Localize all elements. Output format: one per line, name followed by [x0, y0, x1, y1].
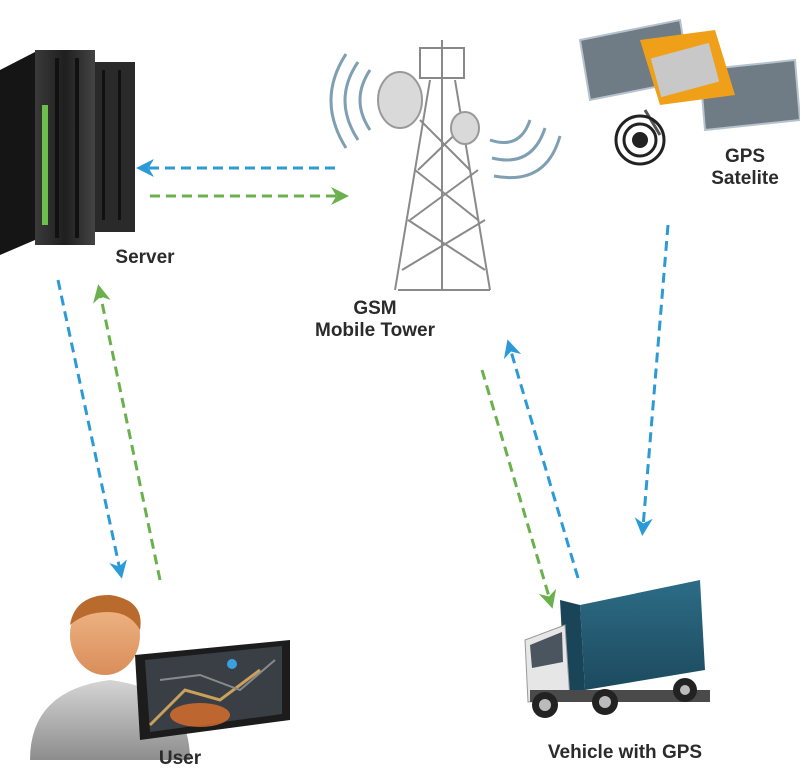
- vehicle-label: Vehicle with GPS: [547, 742, 703, 763]
- gps-satellite-label: GPS Satelite: [690, 146, 800, 190]
- arrow-server-to-user: [56, 279, 127, 579]
- gsm-tower-label: GSM Mobile Tower: [290, 298, 460, 342]
- gps-satellite-label-line1: GPS: [724, 146, 766, 167]
- arrow-user-to-server: [93, 284, 162, 581]
- truck-icon: [524, 580, 710, 718]
- user-label: User: [158, 748, 202, 769]
- server-icon: [0, 50, 135, 255]
- arrow-vehicle-to-tower: [503, 339, 580, 579]
- gsm-tower-label-line1: GSM: [353, 298, 397, 319]
- tablet-map-icon: [135, 640, 290, 740]
- arrow-satellite-to-vehicle: [634, 224, 670, 536]
- signal-waves-icon: [329, 53, 562, 180]
- gps-satellite-icon: [578, 18, 800, 166]
- gsm-tower-label-line2: Mobile Tower: [315, 320, 435, 341]
- gsm-tower-icon: [377, 40, 491, 291]
- arrow-tower-to-vehicle: [480, 369, 557, 609]
- gps-satellite-label-line2: Satelite: [711, 168, 779, 189]
- server-label: Server: [115, 247, 175, 268]
